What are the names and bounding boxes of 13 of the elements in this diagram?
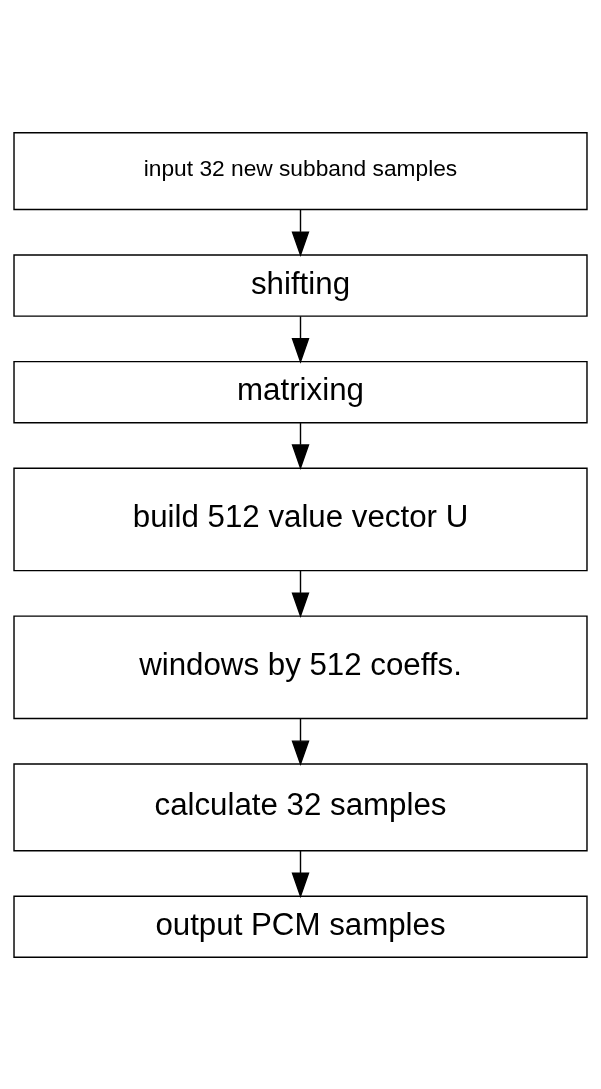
- arrow: [291, 569, 310, 618]
- node-box: calculate 32 samples: [13, 762, 588, 851]
- node-box: input 32 new subband samples: [13, 131, 588, 210]
- arrow: [291, 421, 310, 470]
- arrow: [291, 315, 310, 364]
- arrow: [291, 849, 310, 898]
- node-box: windows by 512 coeffs.: [13, 614, 588, 719]
- arrow: [291, 208, 310, 257]
- node-box: shifting: [13, 253, 588, 317]
- node-box: output PCM samples: [13, 894, 588, 958]
- arrow: [291, 717, 310, 766]
- node-box: build 512 value vector U: [13, 467, 588, 571]
- node-box: matrixing: [13, 360, 588, 423]
